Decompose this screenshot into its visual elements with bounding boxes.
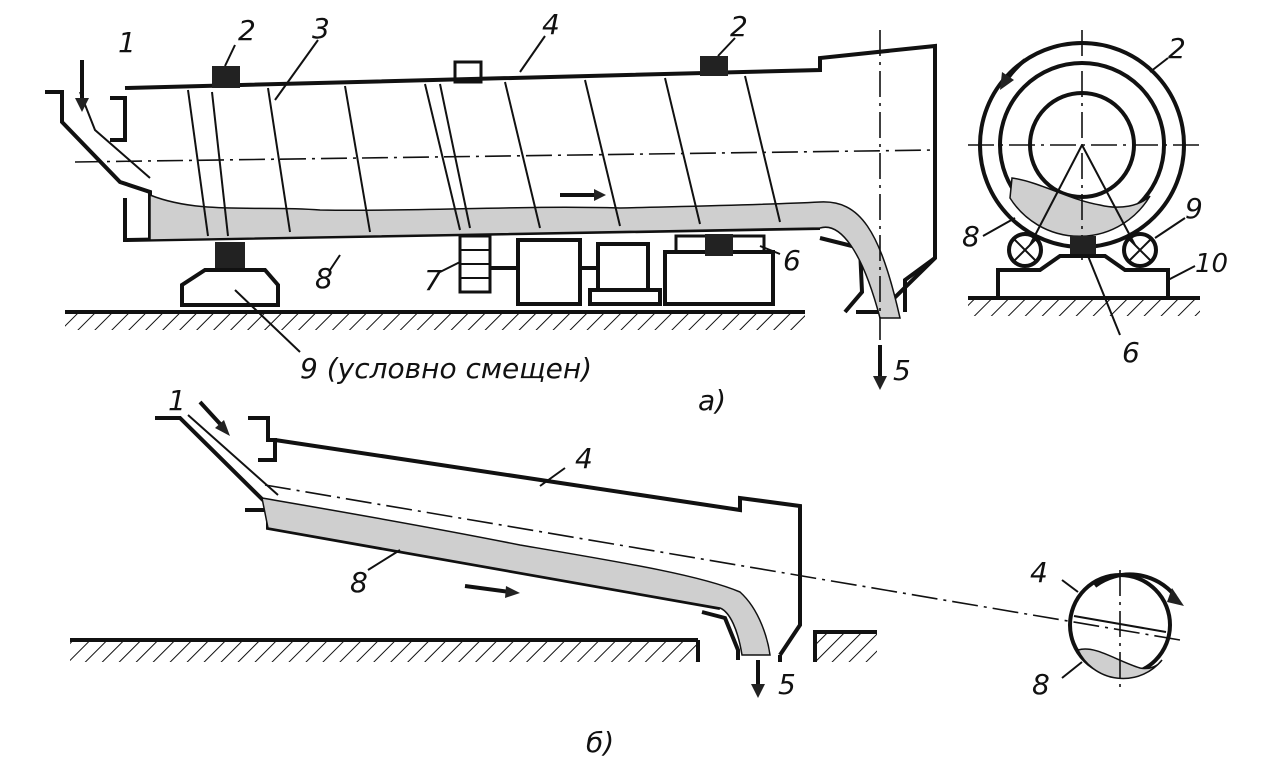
support-ring-middle	[453, 60, 483, 84]
roller-support-left	[180, 242, 280, 307]
label-2-left: 2	[238, 14, 256, 47]
ground-b-right	[815, 632, 877, 662]
label-3: 3	[312, 12, 330, 45]
label-6-section: 6	[1122, 336, 1140, 369]
feed-chute	[45, 90, 152, 240]
label-4: 4	[542, 8, 560, 41]
caption-a: а)	[698, 384, 726, 417]
label-8-section: 8	[962, 220, 980, 253]
label-1-b: 1	[168, 384, 186, 417]
feed-arrow-b	[198, 400, 230, 436]
feed-arrow-a	[75, 60, 89, 112]
support-ring-left	[212, 66, 240, 88]
support-ring-right	[700, 56, 728, 76]
drum-body-b	[248, 416, 277, 462]
label-10: 10	[1195, 249, 1228, 279]
label-8: 8	[315, 262, 333, 295]
drum-top-b	[274, 438, 802, 657]
drum-inlet-lip	[110, 96, 127, 142]
label-4-b: 4	[575, 442, 593, 475]
label-6: 6	[783, 244, 801, 277]
label-1: 1	[118, 26, 136, 59]
base-frame	[996, 254, 1170, 298]
label-7: 7	[424, 264, 442, 297]
label-9-note: 9 (условно смещен)	[300, 352, 592, 385]
discharge-hood-2	[903, 256, 937, 312]
label-9-section: 9	[1185, 192, 1203, 225]
label-5-a: 5	[893, 354, 911, 387]
ground-a	[65, 312, 805, 330]
view-a: 1 2 3 4 2 8 7 6 9 (условно смещен) 5 а)	[45, 8, 937, 417]
material-section-a	[1009, 177, 1151, 238]
cross-section-a: 2 8 9 10 6	[962, 30, 1228, 369]
label-8-b: 8	[350, 566, 368, 599]
label-5-b: 5	[778, 668, 796, 701]
drum-outlet-b	[701, 610, 740, 660]
drum-body-a	[124, 43, 937, 314]
roller-right	[1122, 232, 1158, 268]
ground-b-left	[70, 640, 698, 662]
feed-chute-inner	[79, 91, 151, 179]
label-4-section-b: 4	[1030, 556, 1048, 589]
caption-b: б)	[586, 726, 614, 759]
drum-axis-a	[74, 149, 936, 163]
discharge-arrow-b	[751, 660, 765, 698]
flow-arrow-a	[560, 189, 606, 201]
drive-gear	[458, 234, 518, 294]
discharge-hood	[819, 236, 865, 314]
spiral-blades	[187, 75, 781, 237]
drum-axis-b	[264, 484, 1181, 641]
center-roller	[1070, 236, 1096, 256]
material-layer-b	[261, 497, 771, 656]
label-2-right: 2	[730, 10, 748, 43]
flow-arrow-b	[464, 584, 520, 598]
roller-support-right	[663, 234, 775, 306]
view-b: 1 4 8 5 б)	[70, 384, 1181, 759]
material-layer-a	[149, 193, 901, 319]
feed-chute-b	[155, 416, 270, 512]
discharge-arrow-a	[873, 345, 887, 390]
ground-section	[968, 298, 1200, 316]
roller-left	[1007, 232, 1043, 268]
cross-section-b: 4 8	[1030, 556, 1184, 701]
drive-unit	[516, 238, 662, 306]
label-2-section: 2	[1168, 32, 1186, 65]
label-8-section-b: 8	[1032, 668, 1050, 701]
